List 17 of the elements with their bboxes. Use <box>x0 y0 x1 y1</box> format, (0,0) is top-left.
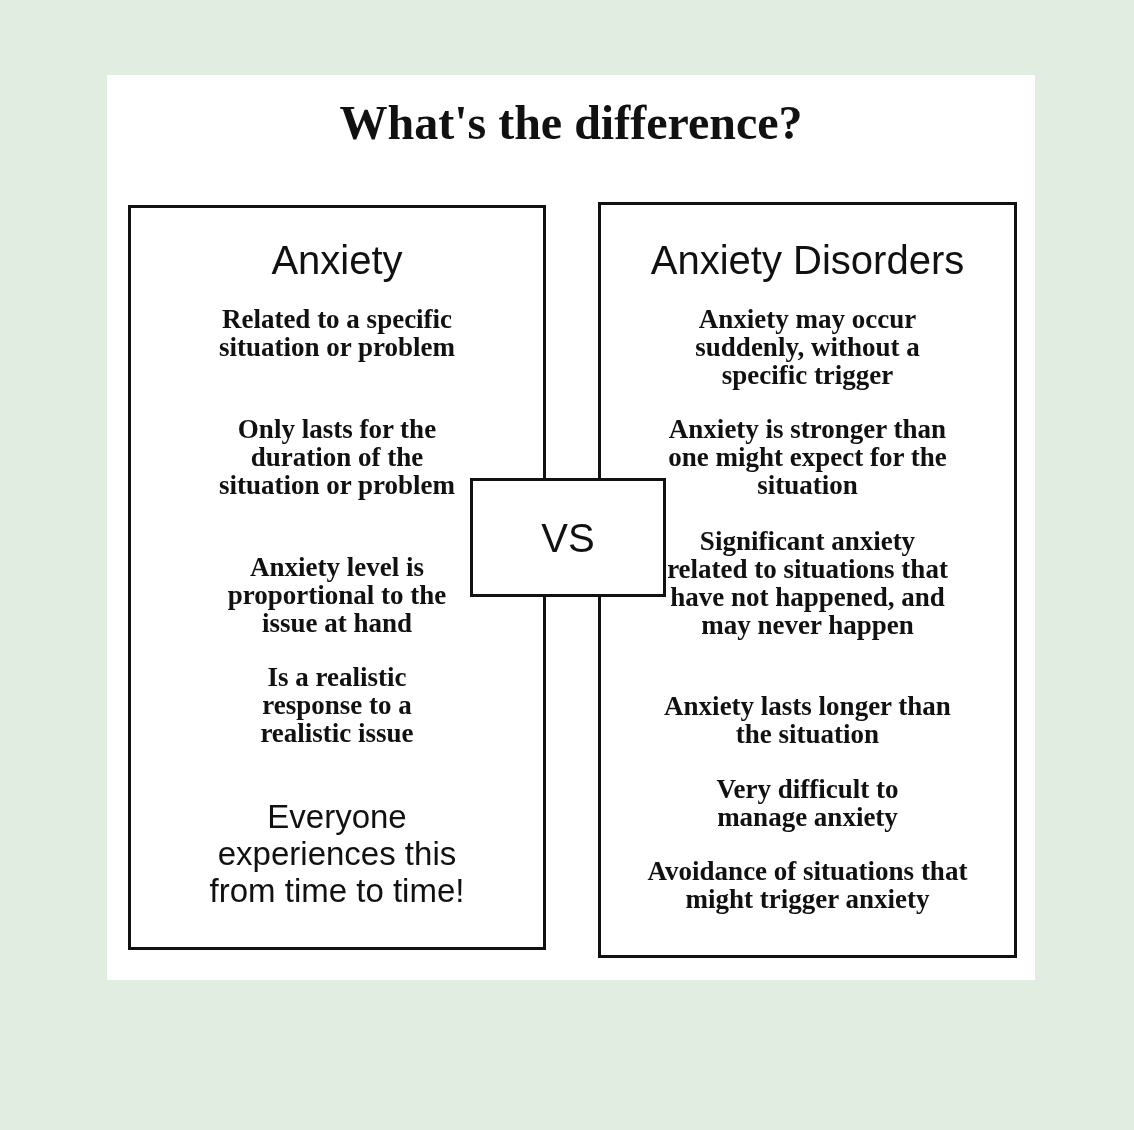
title: What's the difference? <box>338 95 804 150</box>
vs-box <box>470 478 666 597</box>
list-item-text: Very difficult to manage anxiety <box>715 775 900 831</box>
list-item-text: Avoidance of situations that might trigger anxiety <box>646 857 969 913</box>
column-heading: Anxiety <box>270 238 404 282</box>
closing-note: Everyone experiences this from time to time! <box>208 798 466 909</box>
list-item-text: Anxiety lasts longer than the situation <box>663 692 952 748</box>
list-item-text: Is a realistic response to a realistic issue <box>259 663 415 747</box>
list-item-text: Anxiety may occur suddenly, without a specific trigger <box>694 305 921 389</box>
list-item-text: Significant anxiety related to situations that have not happened, and may never happen <box>666 527 949 639</box>
vs-label: VS <box>540 516 596 560</box>
list-item-text: Related to a specific situation or problem <box>218 305 456 361</box>
comparison-panel <box>598 202 1017 958</box>
list-item-text: Anxiety is stronger than one might expect for the situation <box>667 415 948 499</box>
list-item-text: Anxiety level is proportional to the issue at hand <box>226 553 448 637</box>
list-item-text: Only lasts for the duration of the situation or problem <box>218 415 456 499</box>
column-heading: Anxiety Disorders <box>649 238 966 282</box>
